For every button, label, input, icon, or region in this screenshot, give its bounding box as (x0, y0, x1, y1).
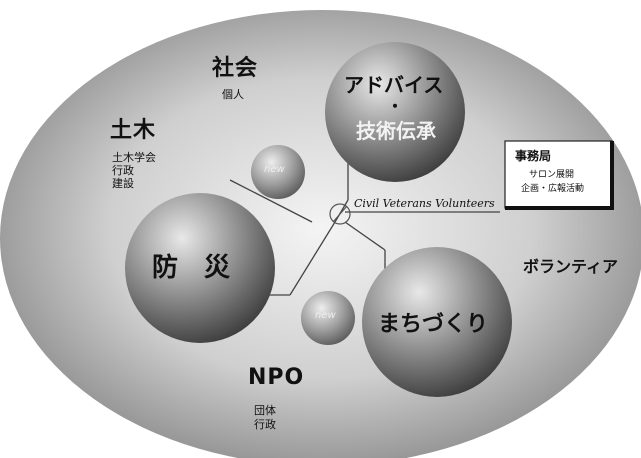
office-line-2: 企画・広報活動 (521, 184, 585, 194)
sphere-machizukuri (362, 247, 512, 397)
group-doboku-item-2: 行政 (112, 164, 134, 177)
sphere-new-bottom-label: new (315, 310, 336, 321)
sphere-advice-label-1: アドバイス (344, 73, 444, 97)
group-doboku-item-3: 建設 (112, 177, 134, 190)
sphere-bousai-label: 防 災 (152, 253, 231, 283)
office-box: 事務局 サロン展開 企画・広報活動 (507, 143, 610, 206)
group-doboku-item-1: 土木学会 (112, 151, 156, 164)
office-title: 事務局 (515, 149, 552, 163)
sphere-new-top (251, 145, 305, 199)
sphere-new-bottom (301, 291, 355, 345)
sphere-bousai (125, 193, 275, 343)
center-label: Civil Veterans Volunteers (354, 197, 495, 210)
background-ellipse (0, 10, 641, 458)
group-npo-item-2: 行政 (254, 418, 276, 431)
group-shakai-item: 個人 (222, 88, 244, 101)
group-volunteer-title: ボランティア (523, 257, 619, 276)
sphere-new-top-label: new (264, 164, 285, 175)
group-shakai-title: 社会 (212, 56, 259, 81)
group-npo-title: NPO (248, 365, 305, 390)
sphere-machizukuri-label: まちづくり (378, 312, 489, 337)
center-hub (329, 203, 351, 225)
group-doboku-title: 土木 (110, 118, 157, 143)
sphere-advice (325, 42, 465, 182)
office-line-1: サロン展開 (529, 170, 575, 180)
sphere-advice-label-3: 技術伝承 (356, 119, 436, 143)
sphere-advice-label-2: ・ (387, 97, 404, 116)
group-npo-item-1: 団体 (254, 404, 276, 417)
